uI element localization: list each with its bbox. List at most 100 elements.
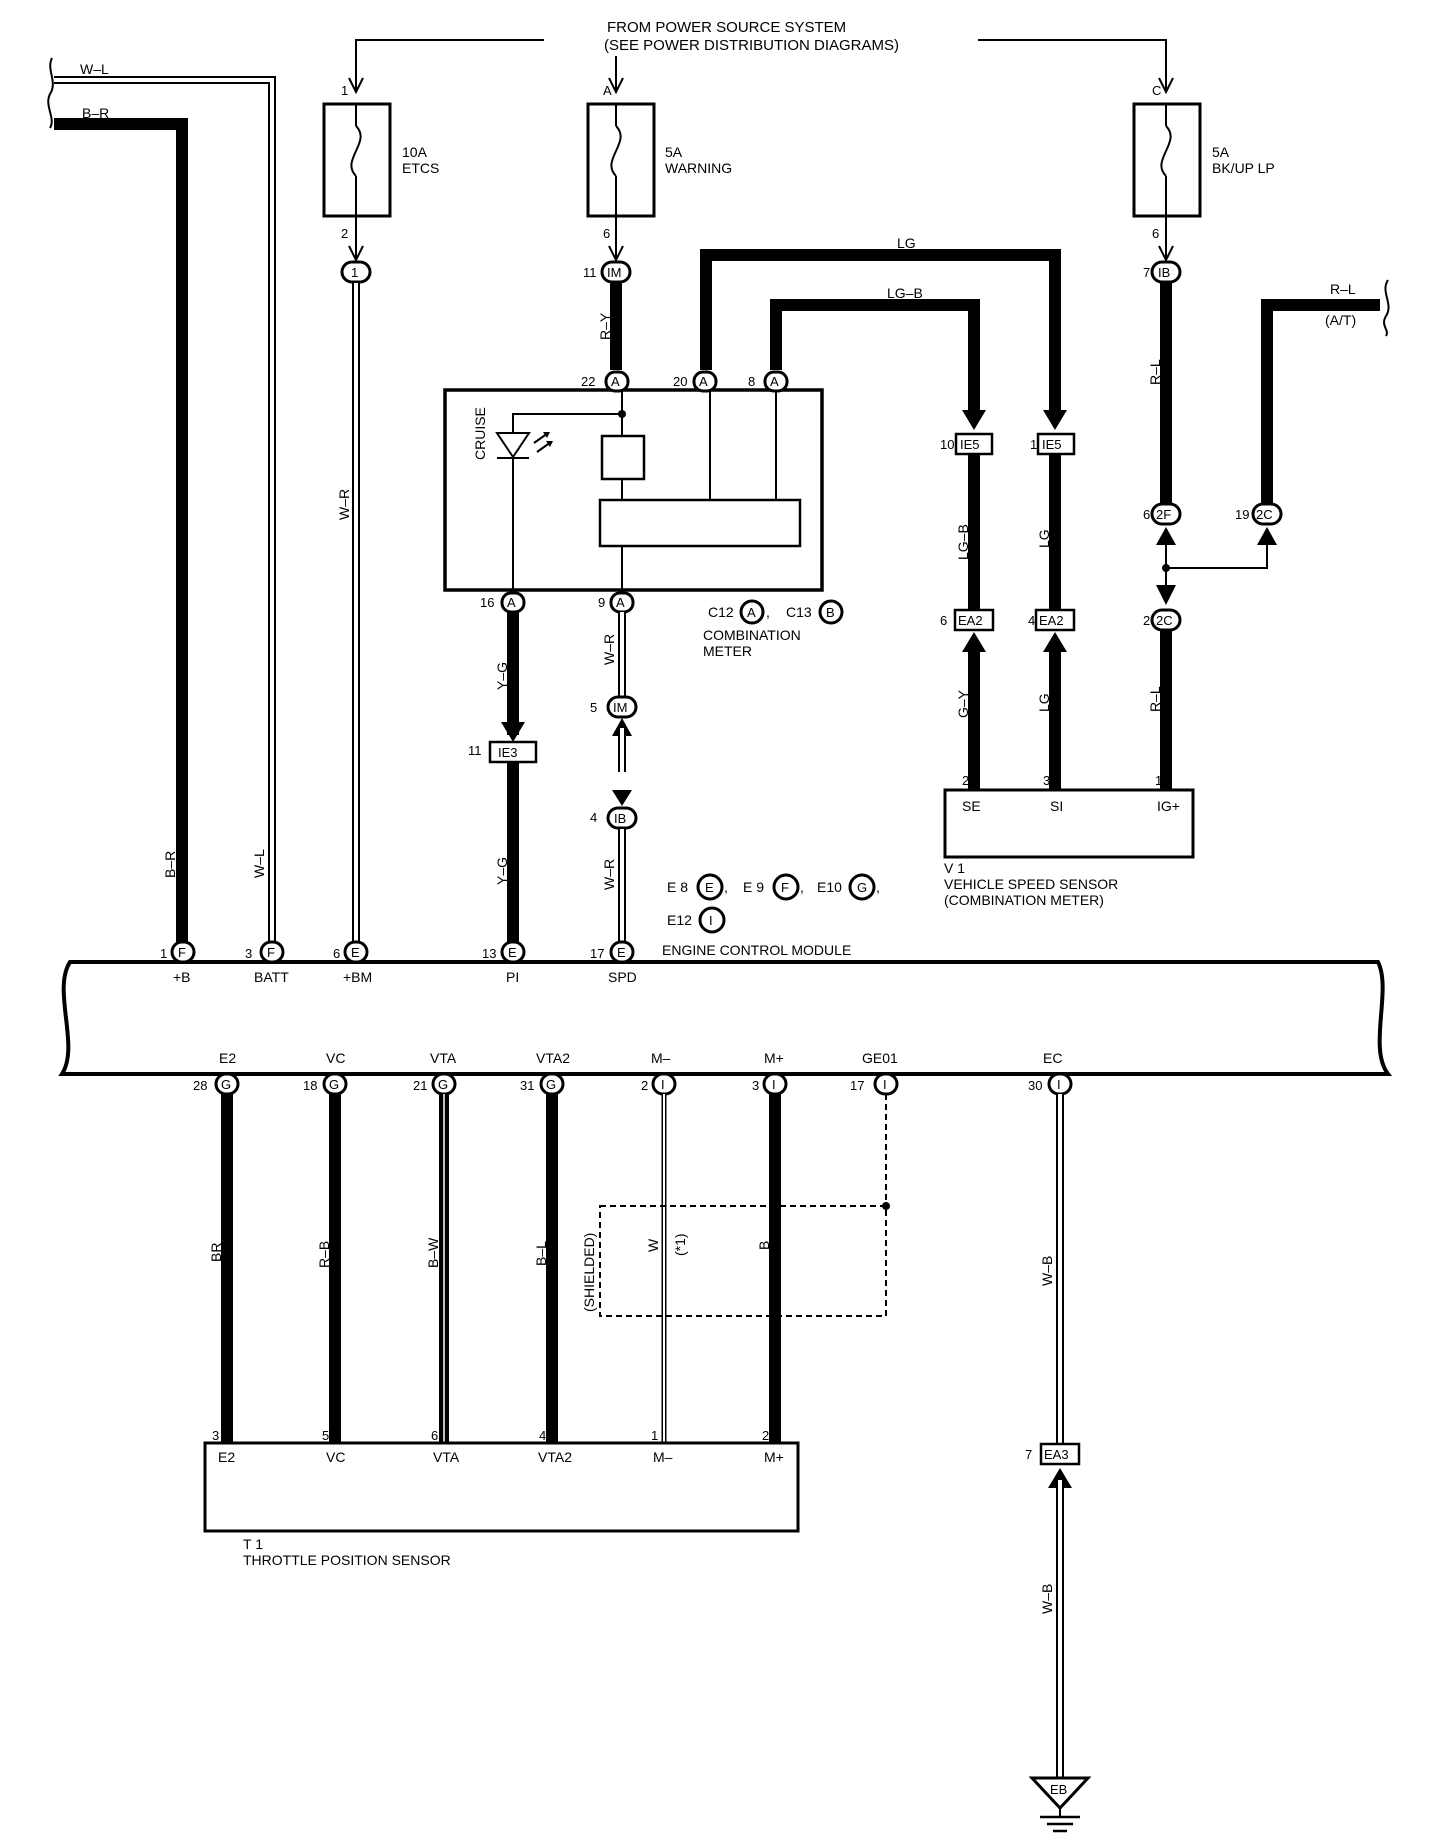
ecm-term-ec: EC [1043,1050,1062,1066]
ecm-term-spd: SPD [608,969,637,985]
power-source: FROM POWER SOURCE SYSTEM (SEE POWER DIST… [348,19,1174,95]
fuse-etcs-name: ETCS [402,160,439,176]
vss-code: V 1 [944,860,965,876]
wire-label-tps-rb: R–B [316,1241,332,1268]
tps-pin-vta2: VTA2 [538,1449,572,1465]
wire-label-wl-top: W–L [80,61,109,77]
wire-label-gy: G–Y [955,689,971,718]
pin-16: 16 [480,595,494,610]
ecm-conn-g-18: G [329,1077,339,1092]
wire-label-at: (A/T) [1325,312,1356,328]
wire-label-wb-2: W–B [1039,1584,1055,1614]
ecm-pin-1: 1 [160,946,167,961]
wire-label-yg-1: Y–G [494,662,510,690]
conn-ie5-left: IE5 [960,437,980,452]
ecm-comma-1: , [724,879,728,895]
conn-a-9: A [616,595,625,610]
meter-c12: C12 [708,604,734,620]
wire-label-tps-bw: B–W [425,1237,441,1268]
ecm-term-vta2: VTA2 [536,1050,570,1066]
conn-2c-lower: 2C [1156,613,1173,628]
ecm-pin-6: 6 [333,946,340,961]
warning-wire: 11 IM R–Y [583,216,632,370]
power-source-line1: FROM POWER SOURCE SYSTEM [607,19,846,36]
ecm-conn-e-13: E [508,945,517,960]
ecm-e12: E12 [667,912,692,928]
pin-20: 20 [673,374,687,389]
vss-pin-se: SE [962,798,981,814]
ecm-conn-g-31: G [546,1077,556,1092]
ecm-conn-e-17: E [617,945,626,960]
pin-11-im: 11 [583,265,597,280]
wire-label-wr-etcs: W–R [336,489,352,520]
pin-9: 9 [598,595,605,610]
meter-c13-conn: B [826,605,835,620]
tps-pin-4: 4 [539,1428,546,1443]
ecm-conn-i-30: I [1057,1077,1061,1092]
pin-6-ea2: 6 [940,613,947,628]
wire-label-br-vert: B–R [162,851,178,878]
combination-meter: 22 A 20 A 8 A CRUISE 16 A 9 A C12 A , C [443,370,844,659]
pin-6-2f: 6 [1143,507,1150,522]
ecm-e8-conn: E [705,880,714,895]
yg-wire: Y–G 11 IE3 Y–G [468,612,538,942]
ecm-conn-i-2: I [661,1077,665,1092]
conn-ib-mid: IB [614,811,626,826]
pin-7-ib: 7 [1143,265,1150,280]
pin-19-2c: 19 [1235,507,1249,522]
conn-ea3: EA3 [1044,1447,1069,1462]
ecm-conn-g-21: G [438,1077,448,1092]
conn-ea2-left: EA2 [958,613,983,628]
wire-label-lg-vert: LG [1036,529,1052,548]
wire-label-rl-2: R–L [1147,686,1163,712]
tps-pin-1: 1 [651,1428,658,1443]
fuse-bkup-name: BK/UP LP [1212,160,1275,176]
ecm-pin-31: 31 [520,1078,534,1093]
pin-22: 22 [581,374,595,389]
fuse-bkup-lp: C 5A BK/UP LP 6 [1132,83,1275,241]
wire-label-wb-1: W–B [1039,1256,1055,1286]
wire-label-tps-b: B [756,1241,772,1250]
spd-wire: W–R 5 IM 4 IB W–R [590,612,638,942]
vss-pin-ig: IG+ [1157,798,1180,814]
ecm-conn-i-3: I [772,1077,776,1092]
ecm-name: ENGINE CONTROL MODULE [662,942,851,958]
pin-2-2c: 2 [1143,613,1150,628]
meter-c13: C13 [786,604,812,620]
wire-label-rl-1: R–L [1147,359,1163,385]
ecm-pin-17b: 17 [850,1078,864,1093]
ecm-e8: E 8 [667,879,688,895]
vss-pin-si: SI [1050,798,1063,814]
left-power-feeds: W–L B–R B–R W–L [47,57,276,942]
tps-pin-6: 6 [431,1428,438,1443]
engine-control-module: 1 F +B 3 F BATT 6 E +BM 13 E PI 17 E SPD… [58,940,1393,1096]
ecm-conn-f-1: F [178,945,186,960]
ecm-pin-30: 30 [1028,1078,1042,1093]
ecm-e12-conn: I [709,913,713,928]
conn-a-20: A [699,374,708,389]
conn-2c-upper: 2C [1256,507,1273,522]
tps-pin-3: 3 [212,1428,219,1443]
wire-label-tps-w: W [645,1238,661,1252]
bkup-wires: 7 IB R–L 6 2F 19 2C R–L (A/T) 2 2C R–L [1143,216,1390,790]
pin-11-ie3: 11 [468,743,482,758]
meter-label2: METER [703,643,752,659]
tps-pin-2: 2 [762,1428,769,1443]
ecm-pin-3b: 3 [752,1078,759,1093]
conn-eb: EB [1050,1782,1067,1797]
tps-pin-mm: M– [653,1449,673,1465]
fuse-warning-pin-in: A [603,83,612,98]
tps-pin-mp: M+ [764,1449,784,1465]
ecm-term-ge01: GE01 [862,1050,898,1066]
throttle-wires: BR R–B B–W B–L (SHIELDED) W (*1) B [208,1094,890,1443]
fuse-warning-pin-out: 6 [603,226,610,241]
tps-pin-e2: E2 [218,1449,235,1465]
ecm-conn-i-17: I [883,1077,887,1092]
vss-pin-3: 3 [1043,773,1050,788]
shielded-label: (SHIELDED) [581,1233,597,1312]
cruise-label: CRUISE [472,407,488,460]
vss-name: VEHICLE SPEED SENSOR [944,876,1118,892]
ecm-term-pi: PI [506,969,519,985]
vss-pin-1: 1 [1155,773,1162,788]
